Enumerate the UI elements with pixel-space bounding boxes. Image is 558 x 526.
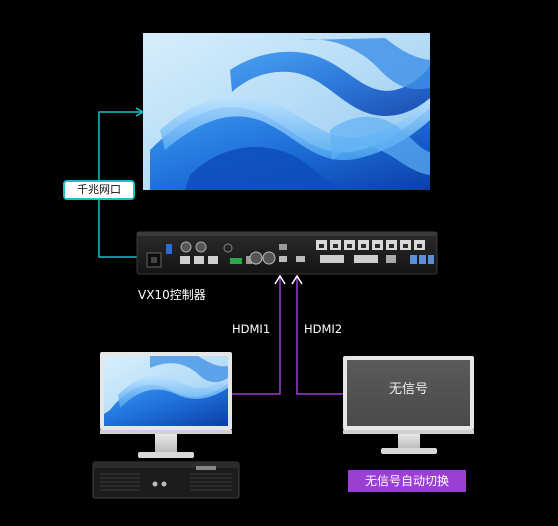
gigabit-port-label: 千兆网口 [63,180,135,200]
controller-device-icon [136,231,438,275]
no-signal-text: 无信号 [388,382,428,397]
hdmi2-label: HDMI2 [304,322,343,336]
hdmi1-label: HDMI1 [232,322,271,336]
media-player-icon [92,461,240,499]
controller-label: VX10控制器 [138,288,206,302]
hdmi2-cable [291,274,346,395]
monitor-icon [343,356,474,454]
hdmi1-cable [232,274,286,395]
monitor-icon [100,352,232,458]
auto-switch-label: 无信号自动切换 [348,470,466,492]
led-screen-icon [143,33,430,190]
